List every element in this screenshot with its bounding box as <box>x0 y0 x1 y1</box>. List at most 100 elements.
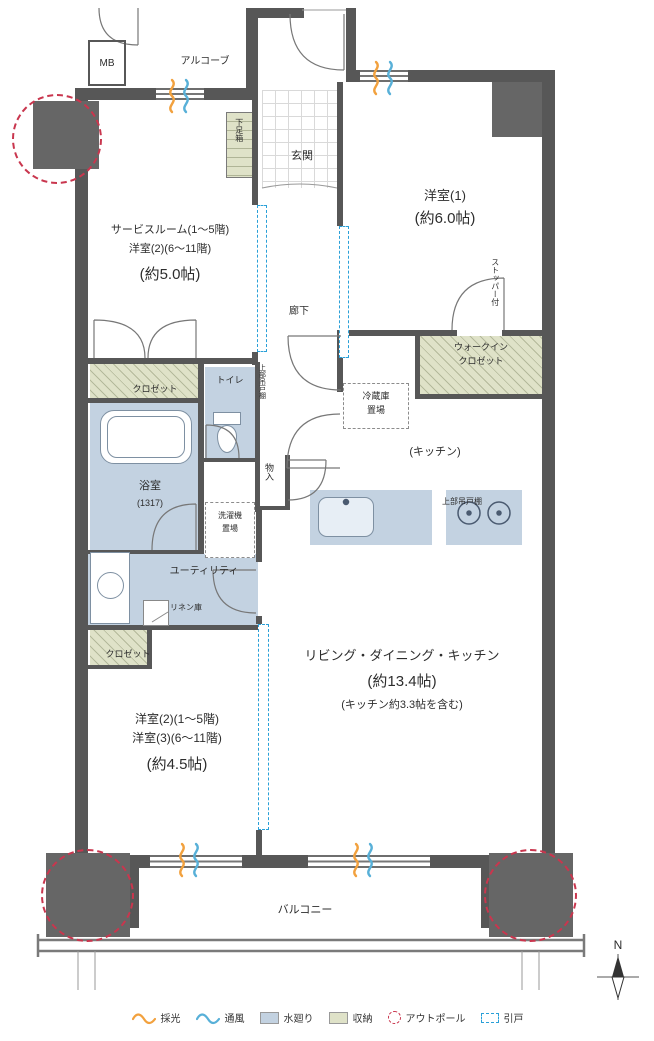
wall-toilet-bottom <box>202 458 259 462</box>
door-arc-closet-left <box>93 319 146 359</box>
wic-line1: ウォークイン <box>453 342 508 352</box>
wall-entrance-left <box>246 8 258 100</box>
legend-water: 水廻り <box>259 1010 314 1025</box>
ldk-line1: リビング・ダイニング・キッチン <box>304 648 500 663</box>
linen-label: リネン庫 <box>170 603 202 612</box>
wall-room1-bottom-a <box>343 330 457 336</box>
wall-ldk-left-c <box>256 830 262 855</box>
kitchen-sink <box>318 497 374 537</box>
stopper-label: ストッパー付 <box>490 258 500 306</box>
water-area-icon <box>259 1011 279 1024</box>
bath-name: 浴室 <box>139 480 161 492</box>
wic-line2: クロゼット <box>458 356 504 366</box>
fridge-line2: 置場 <box>366 405 385 415</box>
outpole-top-left <box>12 94 102 184</box>
washer-line1: 洗濯機 <box>218 511 242 520</box>
column-top-right <box>492 82 542 137</box>
sliding-door-room23 <box>258 624 269 830</box>
wall-exterior-left <box>75 95 88 868</box>
washer-line2: 置場 <box>222 524 238 533</box>
sliding-door-serviceroom <box>257 205 267 352</box>
wall-wic-left <box>415 336 420 397</box>
serviceroom-size: (約5.0帖) <box>139 266 201 283</box>
door-arc-corridor-lower <box>286 413 341 469</box>
window-room1 <box>360 70 408 82</box>
storage-small-label: 物入 <box>263 463 274 481</box>
wall-entrance-right <box>346 8 356 82</box>
closet-lower-area <box>90 628 147 665</box>
wall-exterior-right <box>542 70 555 868</box>
wall-utility-bottom <box>88 625 260 630</box>
door-arc-closet-right <box>147 319 197 359</box>
upper-cabinet-toilet-label: 上部吊戸棚 <box>258 364 266 399</box>
wall-toilet-right <box>255 362 260 512</box>
legend-storage: 収納 <box>328 1010 373 1025</box>
kitchen-label: (キッチン) <box>409 446 461 458</box>
legend-storage-label: 収納 <box>352 1014 373 1025</box>
wall-bath-utility <box>88 550 200 554</box>
wall-entrance-top <box>246 8 304 18</box>
balcony-railing-lines <box>38 938 584 953</box>
compass-n-label: N <box>613 938 623 952</box>
legend-daylight-label: 採光 <box>160 1014 181 1025</box>
utility-label: ユーティリティ <box>169 566 239 577</box>
wall-corridor-left-upper <box>252 100 258 205</box>
wall-room1-bottom-b <box>502 330 542 336</box>
room1-name: 洋室(1) <box>424 188 466 203</box>
compass-south-point <box>611 976 625 1000</box>
balcony-wall-left <box>130 868 139 928</box>
corridor-label: 廊下 <box>289 306 309 317</box>
window-room23 <box>150 855 242 868</box>
closet-upper-area <box>90 363 200 399</box>
serviceroom-line2: 洋室(2)(6〜11階) <box>128 243 212 255</box>
sliding-door-room1 <box>339 226 349 358</box>
sliding-door-icon <box>480 1012 499 1023</box>
wall-closet-lower-right <box>147 628 152 669</box>
compass-cross <box>597 954 639 1000</box>
legend-sliding-door-label: 引戸 <box>503 1014 524 1025</box>
bathtub-inner <box>107 416 185 458</box>
upper-cabinet-kitchen-label: 上部吊戸棚 <box>442 497 482 506</box>
room1-size: (約6.0帖) <box>414 210 476 227</box>
outpole-icon <box>387 1011 401 1024</box>
wall-closet-upper-bottom <box>88 398 202 403</box>
legend-outpole-label: アウトポール <box>405 1014 466 1025</box>
wall-storage-bottom <box>255 506 290 510</box>
washbasin-bowl <box>97 572 124 599</box>
compass-north-point <box>612 956 624 977</box>
ldk-line3: (キッチン約3.3帖を含む) <box>341 699 463 711</box>
bath-size: (1317) <box>136 498 163 508</box>
toilet-label: トイレ <box>216 375 244 385</box>
entrance-floor <box>262 90 337 188</box>
compass-rose <box>597 954 639 1000</box>
legend-daylight: 採光 <box>131 1010 181 1025</box>
wall-wic-bottom <box>415 394 542 399</box>
legend-ventilation-label: 通風 <box>224 1014 245 1025</box>
legend-outpole: アウトポール <box>387 1010 466 1025</box>
ventilation-icon <box>195 1012 220 1024</box>
storage-area-icon <box>328 1011 348 1024</box>
room23-line2: 洋室(3)(6〜11階) <box>132 731 222 745</box>
wall-storage-right <box>285 455 290 510</box>
balcony-label: バルコニー <box>277 904 333 916</box>
washer-space-box <box>205 502 255 558</box>
walk-in-closet-area <box>420 336 542 394</box>
closet-lower-label: クロゼット <box>105 649 151 659</box>
door-arc-entrance <box>289 13 345 71</box>
wall-corridor-right <box>337 82 343 226</box>
room23-line1: 洋室(2)(1〜5階) <box>134 712 219 726</box>
balcony-support-lines <box>77 951 540 990</box>
shoe-box-label: 下足箱 <box>234 118 244 142</box>
fridge-space-box <box>343 383 409 429</box>
wall-serviceroom-bottom <box>88 358 258 364</box>
balcony-railing-ends <box>36 934 586 957</box>
door-arc-corridor-upper <box>287 335 342 391</box>
legend: 採光 通風 水廻り 収納 アウトポール 引戸 <box>55 1010 600 1025</box>
alcove-label: アルコーブ <box>180 56 230 67</box>
window-living <box>308 855 430 868</box>
serviceroom-line1: サービスルーム(1〜5階) <box>110 224 230 236</box>
linen-cabinet <box>143 600 169 626</box>
closet-upper-label: クロゼット <box>132 384 178 394</box>
outpole-bottom-left <box>41 849 134 942</box>
